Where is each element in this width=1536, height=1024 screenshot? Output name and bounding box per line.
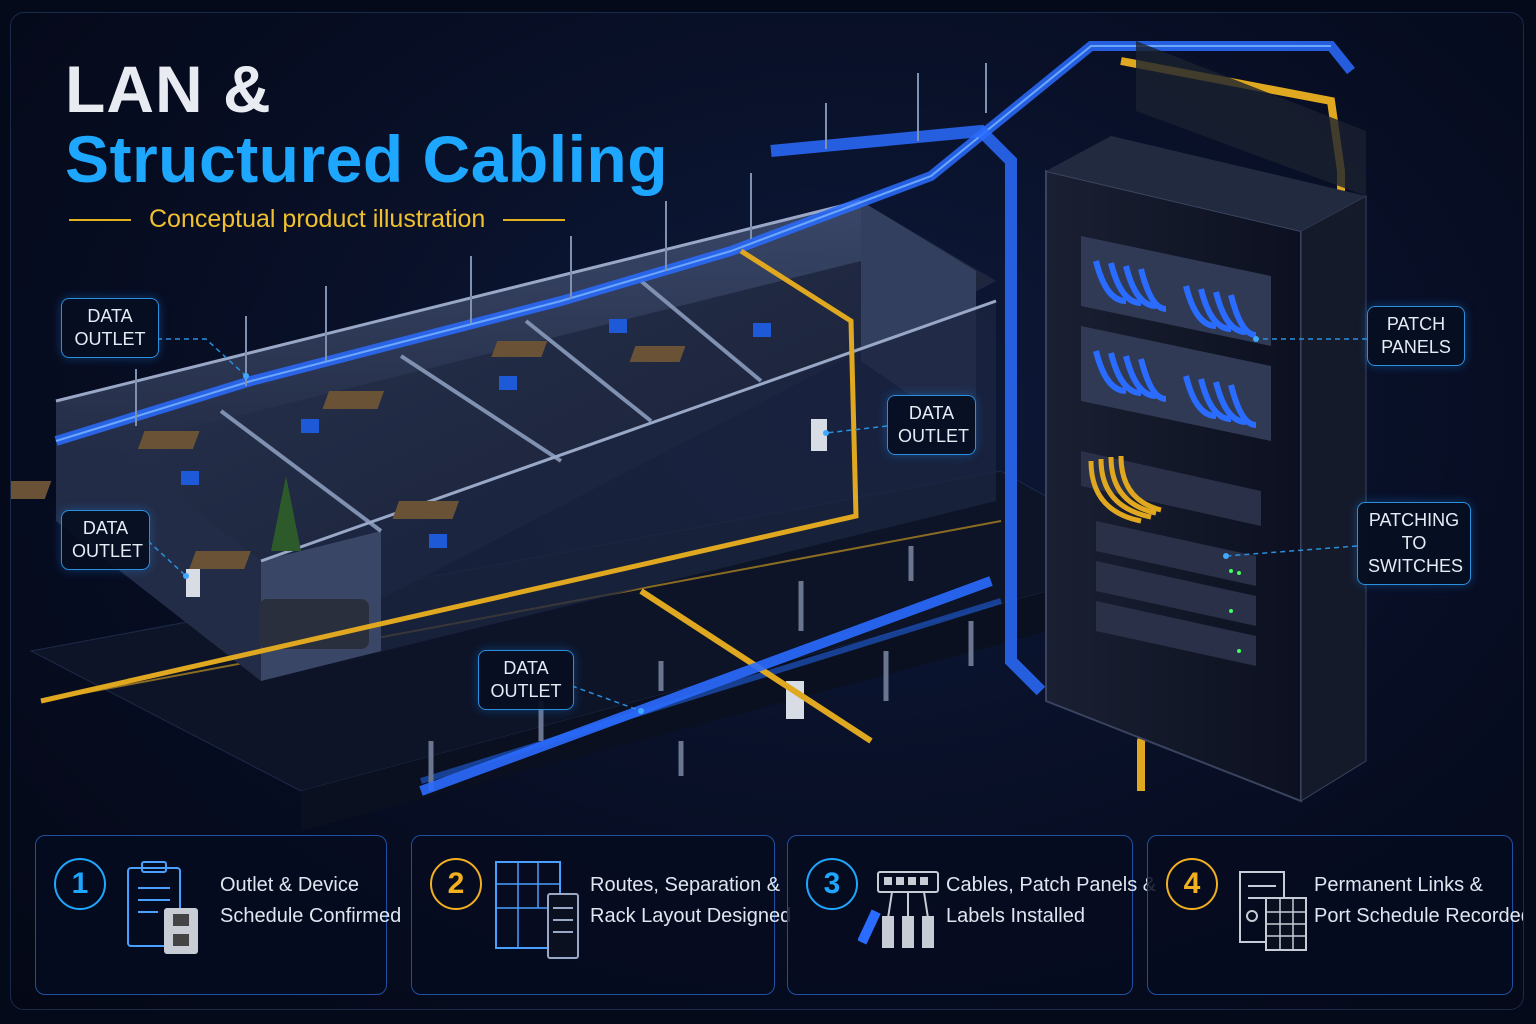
patch-panel-icon (857, 858, 948, 959)
document-table-icon (1236, 858, 1316, 959)
step-text-line: Outlet & Device (220, 874, 359, 896)
subtitle-rule-left (69, 218, 131, 221)
ceiling-cables (40, 41, 1355, 796)
callout-line: TO (1401, 533, 1427, 553)
network-illustration (11, 41, 1367, 831)
callout-patching-to-switches: PATCHING TO SWITCHES (1357, 502, 1471, 585)
step-text-line: Port Schedule Recorded (1314, 905, 1524, 927)
callout-data-outlet-top-left: DATA OUTLET (61, 298, 159, 358)
step-text: Permanent Links & Port Schedule Recorded (1314, 870, 1524, 932)
floorplan-rack-icon (494, 858, 584, 967)
process-steps: 1 Outlet & Device Schedule Confirmed 2 (35, 835, 1523, 995)
step-card-1: 1 Outlet & Device Schedule Confirmed (35, 835, 401, 995)
callout-line: PANELS (1381, 337, 1451, 357)
step-card-4: 4 Permanent Links & Port Schedule Record… (1147, 835, 1523, 995)
callout-data-outlet-center: DATA OUTLET (887, 395, 976, 455)
callout-line: SWITCHES (1368, 556, 1464, 576)
switch-units (1081, 451, 1261, 666)
step-text: Cables, Patch Panels & Labels Installed (946, 870, 1156, 932)
wall-outlet (811, 419, 827, 451)
subtitle-rule-right (503, 218, 566, 221)
callout-data-outlet-left: DATA OUTLET (61, 510, 150, 570)
step-text-line: Schedule Confirmed (220, 905, 402, 927)
callout-line: DATA (82, 518, 129, 538)
callout-line: OUTLET (490, 681, 562, 701)
callout-line: OUTLET (74, 329, 146, 349)
step-number: 2 (430, 858, 482, 910)
callout-line: PATCHING (1368, 510, 1460, 530)
server-rack (1045, 41, 1367, 803)
callout-line: OUTLET (898, 426, 970, 446)
step-text-line: Routes, Separation & (590, 874, 781, 896)
callout-line: PATCH (1386, 314, 1446, 334)
callout-patch-panels: PATCH PANELS (1367, 306, 1465, 366)
step-text-line: Rack Layout Designed (590, 905, 792, 927)
title-line-1: LAN & (65, 52, 272, 126)
subtitle-row: Conceptual product illustration (69, 205, 566, 234)
callout-line: OUTLET (72, 541, 144, 561)
step-card-2: 2 Routes, Separation & Rack Layout Desig… (411, 835, 791, 995)
callout-data-outlet-bottom: DATA OUTLET (478, 650, 574, 710)
callout-line: DATA (87, 306, 133, 326)
title-line-2: Structured Cabling (65, 122, 669, 196)
step-text-line: Cables, Patch Panels & (946, 874, 1157, 896)
step-text: Routes, Separation & Rack Layout Designe… (590, 870, 791, 932)
step-card-3: 3 Cables, Patch Panels & Labels Installe… (787, 835, 1156, 995)
step-text-line: Permanent Links & (1314, 874, 1483, 896)
step-text: Outlet & Device Schedule Confirmed (220, 870, 401, 932)
callout-line: DATA (503, 658, 549, 678)
clipboard-outlet-icon (124, 858, 204, 963)
callout-line: DATA (908, 403, 955, 423)
callout-leaders (147, 338, 1367, 712)
step-text-line: Labels Installed (946, 905, 1085, 927)
subtitle: Conceptual product illustration (149, 205, 486, 233)
patch-panel-units (1081, 236, 1271, 441)
step-number: 3 (806, 858, 858, 910)
step-number: 1 (54, 858, 106, 910)
poster-frame: LAN & Structured Cabling Conceptual prod… (10, 12, 1524, 1010)
office-building (11, 199, 997, 719)
callout-dots (183, 336, 1259, 714)
step-number: 4 (1166, 858, 1218, 910)
